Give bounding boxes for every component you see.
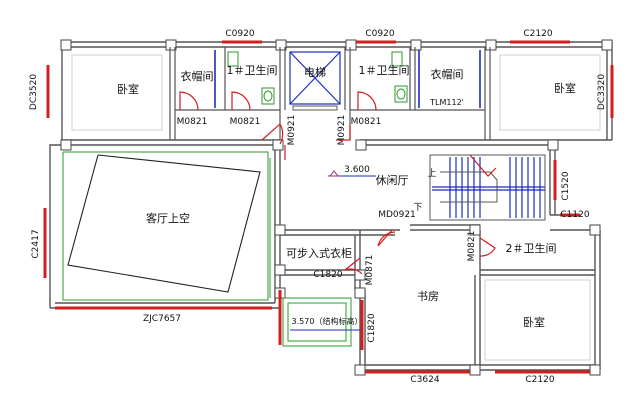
window-label-zjc7657: ZJC7657 [143, 314, 181, 324]
elevation-label: 3.600 [344, 165, 370, 175]
elevator-door [292, 105, 338, 111]
room-label-bath-bottom: 2＃卫生间 [506, 241, 557, 255]
door-label-m0921-a: M0921 [287, 115, 297, 146]
room-label-bedroom-left: 卧室 [117, 82, 139, 96]
room-label-bedroom-bottom: 卧室 [523, 315, 545, 329]
door-label-m0921-b: M0921 [337, 115, 347, 146]
living-void-outline [62, 151, 271, 301]
staircase [429, 154, 546, 221]
door-label-m0821-b: M0821 [230, 117, 261, 127]
room-label-bath-right: 1＃卫生间 [359, 63, 410, 77]
window-label-c1820-closet: C1820 [313, 270, 342, 280]
stair-down-label: 下 [413, 203, 422, 213]
door-label-m0821-bath: M0821 [467, 231, 477, 262]
windows [43, 40, 614, 374]
top-room-partitions [169, 47, 491, 140]
room-label-closet-left: 衣帽间 [181, 69, 214, 83]
elevator-shaft [289, 51, 341, 105]
room-label-bath-left: 1＃卫生间 [227, 63, 278, 77]
room-label-lounge: 休闲厅 [376, 173, 409, 187]
closet-rods [214, 50, 481, 108]
terrace [282, 297, 352, 347]
window-label-dc3320: DC3320 [597, 74, 607, 110]
doors [179, 91, 496, 275]
window-label-c1120: C1120 [560, 210, 589, 220]
window-label-c0920-right: C0920 [365, 29, 394, 39]
door-label-md0921: MD0921 [378, 210, 416, 220]
room-label-walkin-closet: 可步入式衣柜 [286, 246, 352, 260]
room-label-closet-right: 衣帽间 [431, 67, 464, 81]
room-label-bedroom-right: 卧室 [554, 81, 576, 95]
room-label-living-void: 客厅上空 [146, 211, 190, 225]
window-label-c1820-study: C1820 [367, 313, 377, 342]
door-label-m0821-c: M0821 [351, 117, 382, 127]
outer-walls [49, 41, 613, 371]
room-label-study: 书房 [417, 290, 439, 303]
window-label-c0920-left: C0920 [225, 29, 254, 39]
window-label-c2120-top: C2120 [523, 29, 552, 39]
window-label-c1520: C1520 [561, 171, 571, 200]
door-label-m0821-a: M0821 [177, 117, 208, 127]
elevation-marker [290, 170, 376, 331]
window-label-c3624: C3624 [410, 375, 439, 385]
door-label-m0871: M0871 [365, 255, 375, 286]
door-label-tlm112: TLM112' [429, 98, 464, 107]
elevation-note-label: 3.570（结构标高） [292, 316, 363, 326]
bedroom-furniture [71, 54, 601, 361]
room-label-elevator: 电梯 [304, 66, 326, 79]
columns [60, 39, 613, 376]
window-label-c2120-bottom: C2120 [525, 375, 554, 385]
window-label-dc3520: DC3520 [29, 74, 39, 110]
bath-fixtures [227, 51, 408, 105]
window-label-c2417: C2417 [31, 229, 41, 258]
stair-up-label: 上 [427, 168, 436, 179]
